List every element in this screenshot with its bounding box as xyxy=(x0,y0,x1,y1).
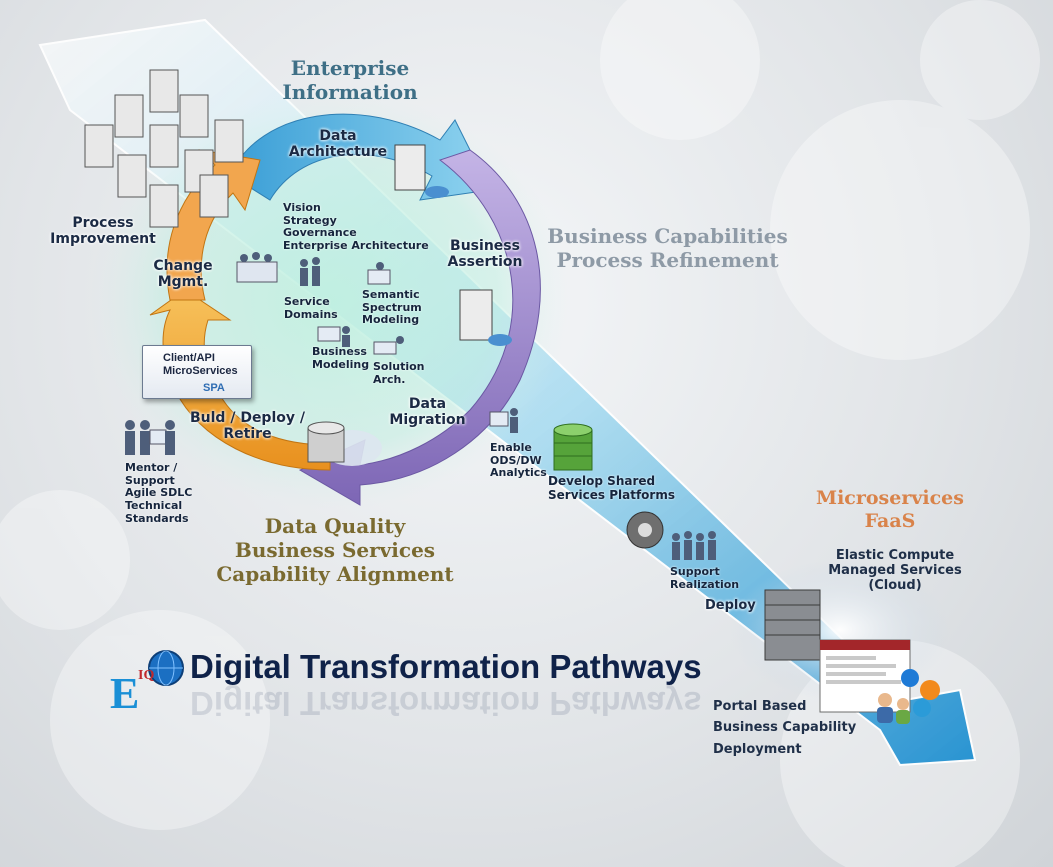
cloud-server-icon xyxy=(765,590,820,660)
stage-process-improvement: Process Improvement xyxy=(48,215,158,247)
heading-enterprise-information: Enterprise Information xyxy=(270,56,430,104)
inner-vision-strategy: Vision Strategy Governance Enterprise Ar… xyxy=(283,202,429,253)
deploy-text: Deploy xyxy=(705,599,756,614)
stage-data-architecture: Data Architecture xyxy=(288,128,388,160)
gear-icon xyxy=(627,512,663,548)
stage-change-mgmt: Change Mgmt. xyxy=(148,258,218,290)
page-title-reflection: Digital Transformation Pathways xyxy=(190,684,702,722)
logo-e: E xyxy=(110,668,139,719)
team-meeting-icon xyxy=(237,252,277,282)
client-api-box: Client/API MicroServices SPA xyxy=(142,345,252,399)
page-title: Digital Transformation Pathways xyxy=(190,648,702,686)
heading-business-capabilities: Business Capabilities Process Refinement xyxy=(525,224,810,272)
elastic-compute-text: Elastic Compute Managed Services (Cloud) xyxy=(825,549,965,594)
inner-service-domains: Service Domains xyxy=(284,296,338,321)
inner-business-modeling: Business Modeling xyxy=(312,346,369,371)
stage-build-deploy-retire: Buld / Deploy / Retire xyxy=(185,410,310,442)
inner-semantic-spectrum: Semantic Spectrum Modeling xyxy=(362,289,422,327)
spa-label: SPA xyxy=(203,382,225,394)
enable-ods-text: Enable ODS/DW Analytics xyxy=(490,442,547,480)
portal-based-text: Portal Based Business Capability Deploym… xyxy=(713,696,856,760)
stage-business-assertion: Business Assertion xyxy=(445,238,525,270)
stage-data-migration: Data Migration xyxy=(385,396,470,428)
support-realization-text: Support Realization xyxy=(670,566,739,591)
mentor-support-text: Mentor / Support Agile SDLC Technical St… xyxy=(125,462,192,525)
heading-microservices: Microservices FaaS xyxy=(795,487,985,533)
develop-shared-text: Develop Shared Services Platforms xyxy=(548,475,675,503)
microservices-label: MicroServices xyxy=(163,365,238,377)
logo-iq: IQ xyxy=(138,668,154,684)
shared-services-database-icon xyxy=(554,424,592,470)
inner-solution-arch: Solution Arch. xyxy=(373,361,425,386)
client-api-label: Client/API xyxy=(163,352,215,364)
heading-data-quality: Data Quality Business Services Capabilit… xyxy=(190,514,480,586)
